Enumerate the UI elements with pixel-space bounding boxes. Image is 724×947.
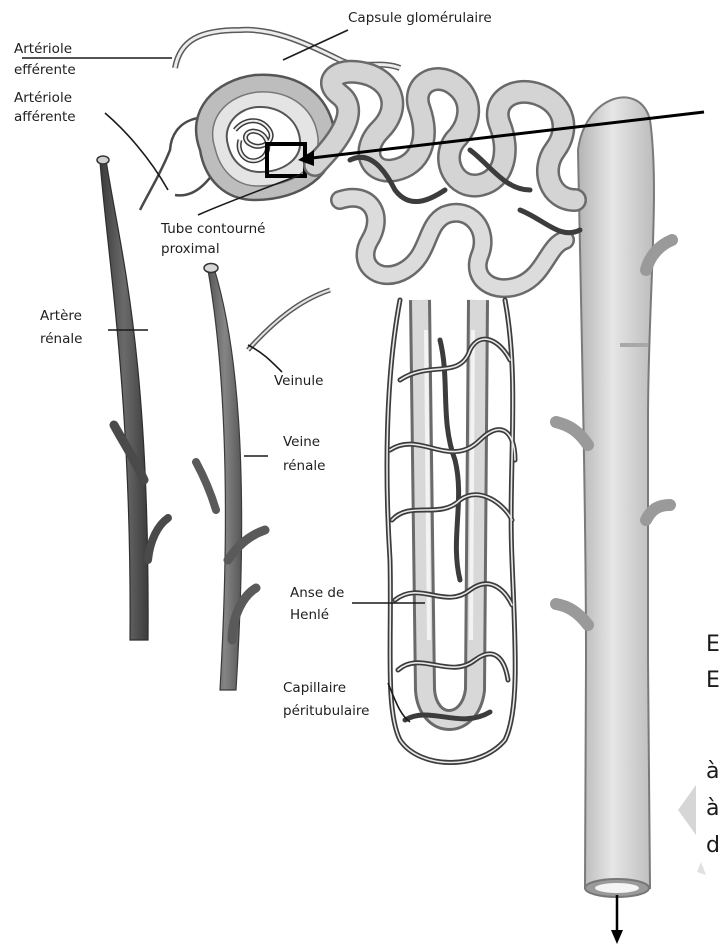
label-henle-1: Anse de [290, 585, 344, 601]
label-afferent-2: afférente [14, 109, 76, 125]
label-proximal-1: Tube contourné [160, 221, 265, 237]
label-vein-1: Veine [283, 434, 320, 450]
cut-off-text: E E à à d [678, 632, 720, 875]
label-efferent-1: Artériole [14, 41, 72, 57]
left-arrow-shape [678, 785, 696, 835]
label-artery-2: rénale [40, 331, 82, 347]
label-efferent-2: efférente [14, 62, 76, 78]
cut-text-line-5: d [706, 833, 720, 858]
cut-text-line-1: E [706, 632, 720, 657]
collecting-duct [556, 97, 672, 897]
renal-artery [97, 156, 168, 640]
cut-text-line-3: à [706, 759, 719, 784]
glomerular-capsule [196, 75, 335, 200]
label-capillary-1: Capillaire [283, 680, 346, 696]
proximal-convoluted-tubule [315, 72, 575, 288]
label-proximal-2: proximal [161, 241, 220, 257]
cut-text-line-4: à [706, 796, 719, 821]
cut-text-line-2: E [706, 668, 720, 693]
label-afferent-1: Artériole [14, 90, 72, 106]
label-vein-2: rénale [283, 458, 325, 474]
label-henle-2: Henlé [290, 607, 329, 623]
label-artery-1: Artère [40, 308, 82, 324]
label-capillary-2: péritubulaire [283, 703, 369, 719]
label-venule: Veinule [274, 373, 323, 389]
label-capsule: Capsule glomérulaire [348, 10, 492, 26]
small-triangle-mark [697, 862, 706, 875]
renal-vein [196, 264, 265, 691]
